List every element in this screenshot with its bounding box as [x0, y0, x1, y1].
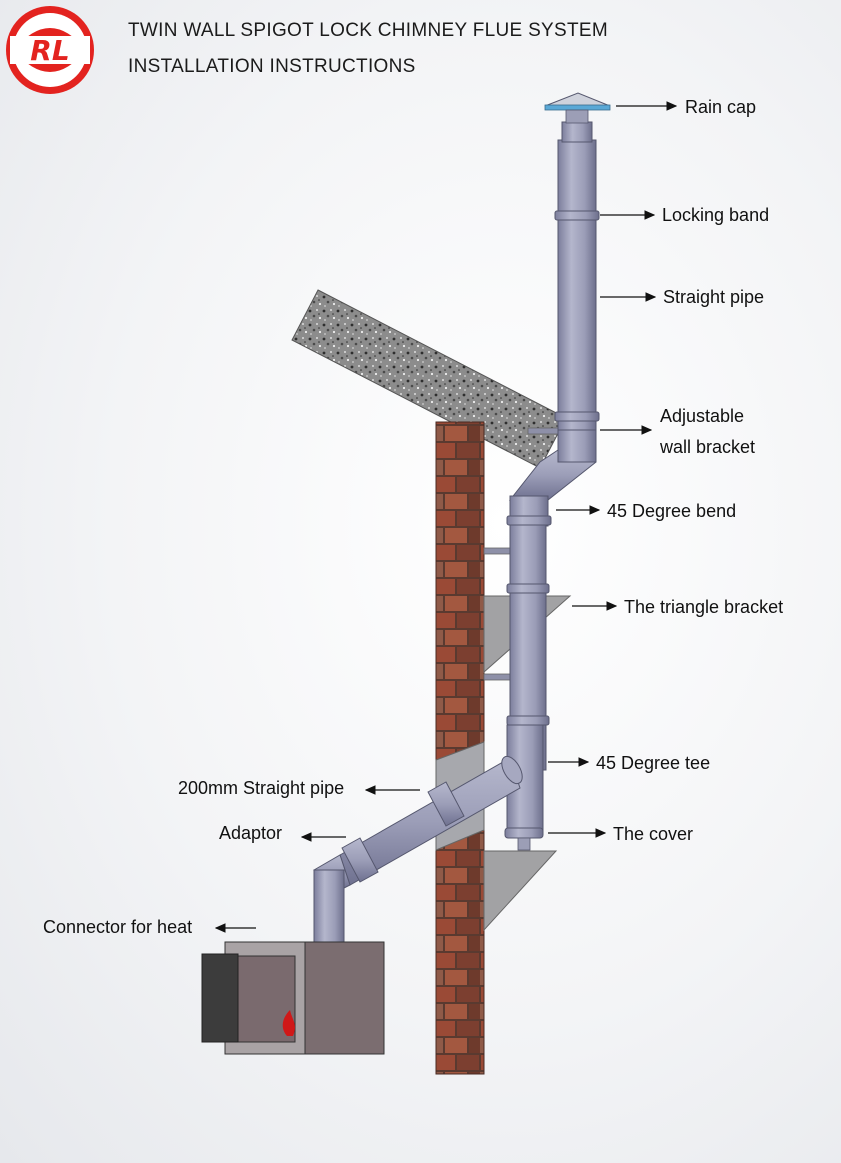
label-rain-cap: Rain cap	[685, 97, 757, 117]
label-cover: The cover	[613, 824, 694, 844]
stove	[201, 941, 385, 1055]
roof-slab	[291, 289, 567, 469]
logo-text: RL	[30, 34, 69, 67]
degree-bend-45	[506, 429, 597, 527]
tee-cover	[504, 827, 544, 839]
stove-door	[201, 953, 239, 1043]
rl-logo: RL	[6, 6, 94, 94]
label-degree-tee: 45 Degree tee	[596, 753, 711, 773]
rain-cap	[544, 92, 611, 124]
upper-straight-pipe	[554, 121, 600, 431]
label-connector: Connector for heat	[43, 917, 193, 937]
label-locking-band: Locking band	[662, 205, 770, 225]
diagonal-200mm-pipe	[339, 755, 523, 886]
title-line-1: TWIN WALL SPIGOT LOCK CHIMNEY FLUE SYSTE…	[128, 20, 608, 41]
pipe-collar-1	[427, 781, 465, 827]
lower-triangle-bracket	[483, 850, 558, 932]
locking-band	[554, 210, 600, 221]
flame-icon	[282, 1010, 295, 1036]
stove-right-face	[303, 941, 385, 1055]
middle-locking-band	[506, 583, 550, 594]
label-adjustable: Adjustable	[660, 406, 745, 426]
title-line-2: INSTALLATION INSTRUCTIONS	[128, 56, 416, 77]
locking-band-lower	[554, 411, 600, 422]
callout-arrows	[214, 101, 678, 933]
logo-band	[10, 36, 90, 64]
label-200mm-pipe: 200mm Straight pipe	[178, 778, 345, 798]
label-wall-bracket: wall bracket	[660, 437, 756, 457]
stove-connector	[313, 854, 351, 943]
label-straight-pipe: Straight pipe	[663, 287, 765, 307]
label-triangle-bracket: The triangle bracket	[624, 597, 784, 617]
cover-drain	[517, 837, 531, 851]
bend-locking-band	[506, 515, 552, 526]
tee-locking-band	[506, 715, 550, 726]
adaptor-collar	[341, 837, 379, 883]
cap-collar	[561, 121, 593, 143]
label-adaptor: Adaptor	[219, 823, 283, 843]
label-degree-bend: 45 Degree bend	[607, 501, 737, 521]
